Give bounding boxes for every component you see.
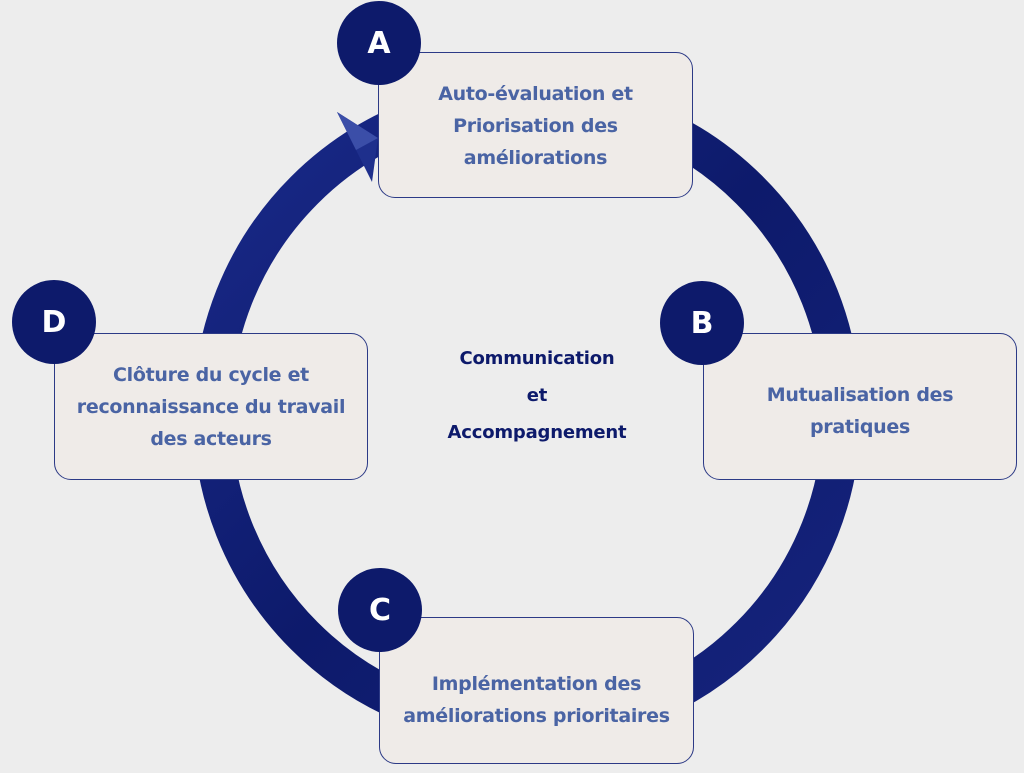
step-badge-a: A [337,1,421,85]
arrow-head-to-a-shade [337,112,378,150]
step-c-text: Implémentation des améliorations priorit… [403,672,670,727]
center-label-line-1: Communication [459,348,615,369]
center-label-line-2: et [526,385,548,406]
step-badge-b: B [660,281,744,365]
center-label-line-3: Accompagnement [447,422,627,443]
step-box-c: Implémentation des améliorations priorit… [379,617,694,764]
step-a-text: Auto-évaluation et Priorisation des amél… [438,83,633,169]
step-badge-c: C [338,568,422,652]
step-d-text: Clôture du cycle et reconnaissance du tr… [76,363,346,450]
center-label: Communication et Accompagnement [407,340,667,451]
step-box-b: Mutualisation des pratiques [703,333,1017,480]
step-box-a: Auto-évaluation et Priorisation des amél… [378,52,693,198]
step-badge-d: D [12,280,96,364]
step-b-text: Mutualisation des pratiques [766,383,954,438]
step-box-d: Clôture du cycle et reconnaissance du tr… [54,333,368,480]
